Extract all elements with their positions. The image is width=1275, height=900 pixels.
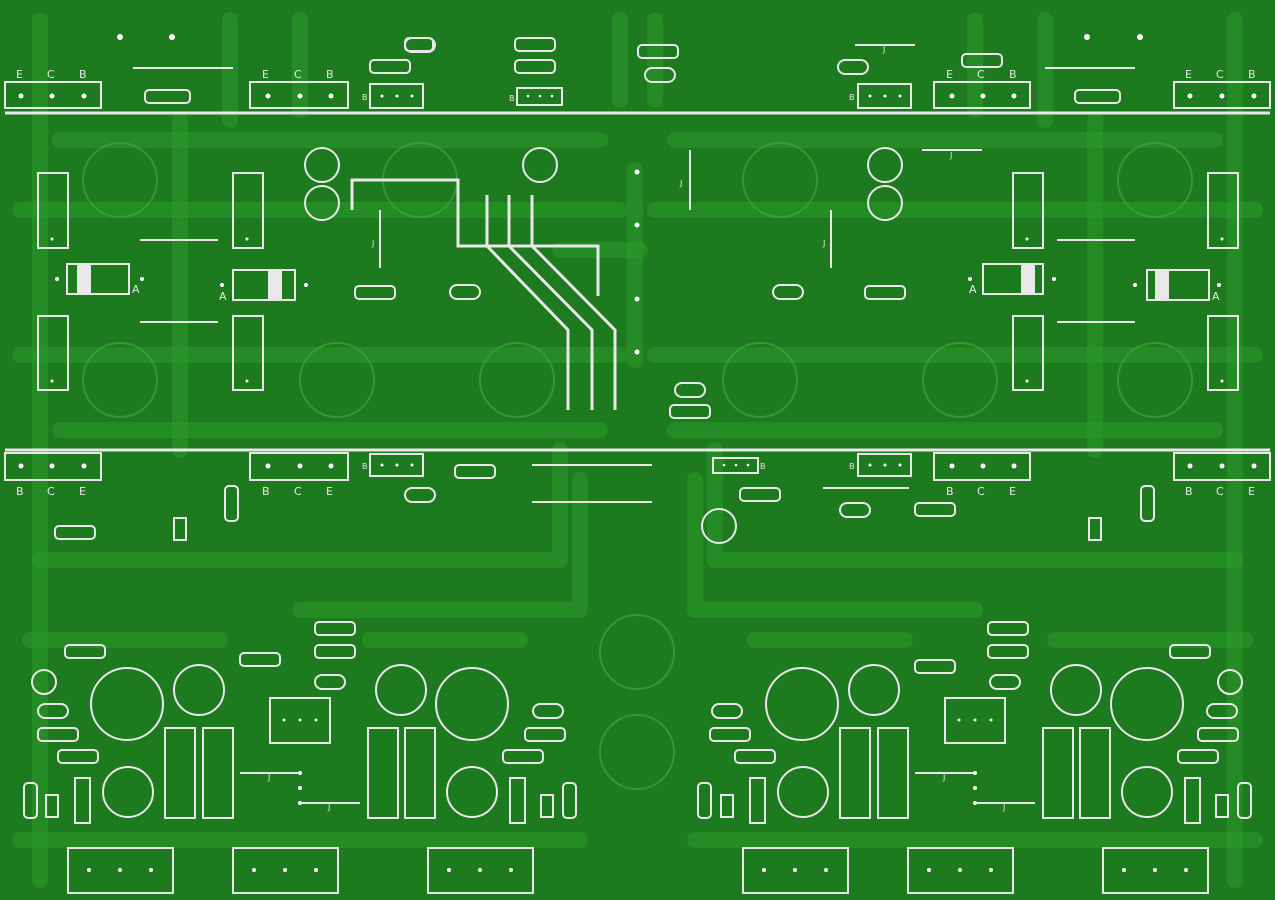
amplifier-module-right: J J — [697, 621, 1252, 894]
pin-label: B — [946, 485, 954, 498]
transistor-header-top-4: E C B — [1173, 68, 1271, 109]
small-header-bottom-center: B — [712, 457, 766, 474]
pin-label: C — [47, 485, 55, 498]
amplifier-module-left: J J — [23, 621, 577, 894]
copper-traces — [12, 12, 1263, 888]
diode-left-1: A — [55, 263, 144, 296]
anode-label: A — [1212, 290, 1220, 303]
pin-label: B — [262, 485, 270, 498]
jumper-label: J — [1002, 803, 1005, 812]
small-header-top-center: B — [509, 87, 563, 106]
jumper-label: J — [822, 239, 825, 248]
transistor-header-bottom-4: B C E — [1173, 452, 1271, 498]
film-capacitors — [404, 37, 871, 518]
pin-label: B — [79, 68, 87, 81]
pin-label: B — [326, 68, 334, 81]
anode-label: A — [219, 290, 227, 303]
header-label: B — [362, 93, 368, 102]
pin-label: E — [79, 485, 86, 498]
pin-label: E — [1009, 485, 1016, 498]
transistor-header-top-3: E C B — [933, 68, 1031, 109]
anode-label: A — [969, 283, 977, 296]
pin-label: B — [1185, 485, 1193, 498]
pin-label: C — [977, 485, 985, 498]
header-label: B — [849, 462, 855, 471]
jumper-label: J — [327, 803, 330, 812]
mounting-holes — [82, 142, 1193, 790]
jumper-label: J — [942, 773, 945, 782]
central-signal-wires: J J J J J — [350, 44, 982, 503]
pin-label: E — [946, 68, 953, 81]
bottom-transistor-headers: B C E B C E B C E B C E B — [4, 452, 1271, 498]
jumper-label: J — [882, 45, 885, 54]
pin-label: B — [1248, 68, 1256, 81]
pin-label: B — [16, 485, 24, 498]
pin-label: E — [326, 485, 333, 498]
header-label: B — [362, 462, 368, 471]
diode-right-1: A — [968, 263, 1056, 296]
pin-label: C — [1216, 68, 1224, 81]
pin-label: C — [294, 68, 302, 81]
pin-label: C — [47, 68, 55, 81]
small-header-bottom-left: B — [362, 453, 424, 477]
pin-label: B — [1009, 68, 1017, 81]
power-diodes: A A A A — [55, 263, 1221, 303]
header-label: B — [849, 93, 855, 102]
jumper-label: J — [371, 239, 374, 248]
header-label: B — [760, 462, 766, 471]
small-header-top-left: B — [362, 83, 424, 109]
diode-right-2: A — [1133, 269, 1221, 303]
power-resistor-blocks — [37, 172, 1239, 391]
electrolytic-capacitors-top — [304, 147, 903, 544]
pin-label: C — [1216, 485, 1224, 498]
pin-label: E — [16, 68, 23, 81]
top-pads — [117, 34, 1143, 69]
pin-label: C — [977, 68, 985, 81]
jumper-label: J — [267, 773, 270, 782]
transistor-header-top-1: E C B — [4, 68, 102, 109]
transistor-header-top-2: E C B — [249, 68, 349, 109]
jumper-label: J — [949, 151, 952, 160]
pin-label: E — [262, 68, 269, 81]
header-label: B — [509, 94, 515, 103]
pin-label: E — [1185, 68, 1192, 81]
anode-label: A — [132, 283, 140, 296]
small-header-bottom-right: B — [849, 453, 912, 477]
diode-left-2: A — [219, 269, 308, 303]
silk-rails — [5, 111, 1270, 452]
pin-label: C — [294, 485, 302, 498]
jumper-label: J — [679, 179, 682, 188]
top-transistor-headers: E C B E C B E C B E C B B — [4, 68, 1271, 109]
transistor-header-bottom-3: B C E — [933, 452, 1031, 498]
small-diodes — [173, 517, 1102, 541]
small-header-top-right: B — [849, 83, 912, 109]
pin-label: E — [1248, 485, 1255, 498]
center-driver-pads — [634, 169, 640, 355]
transistor-header-bottom-2: B C E — [249, 452, 349, 498]
transistor-header-bottom-1: B C E — [4, 452, 102, 498]
